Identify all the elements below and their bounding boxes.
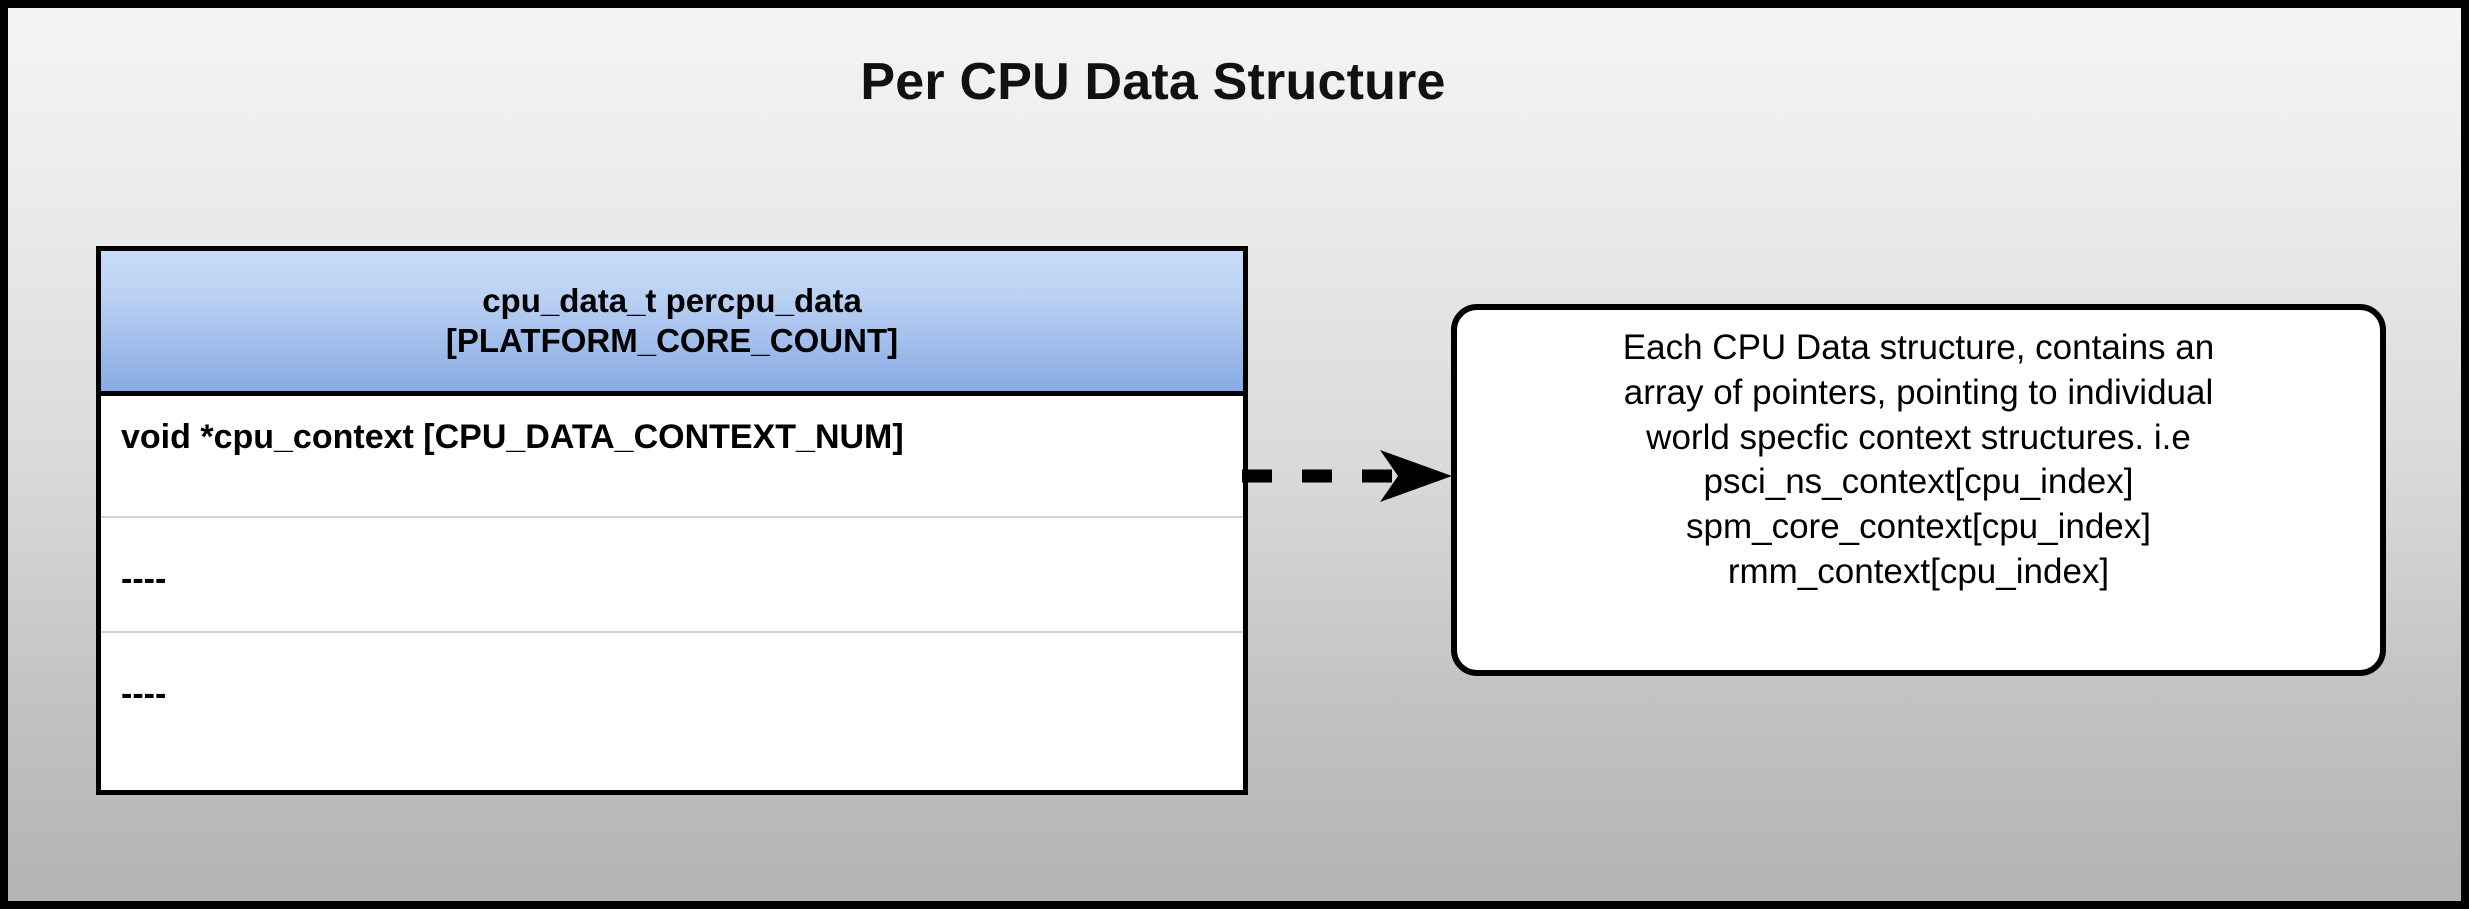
note-line: Each CPU Data structure, contains an: [1622, 328, 2215, 367]
struct-table-header: cpu_data_t percpu_data [PLATFORM_CORE_CO…: [101, 251, 1243, 396]
note-line: array of pointers, pointing to individua…: [1623, 372, 2214, 412]
note-line: world specfic context structures. i.e: [1646, 417, 2191, 457]
table-row: void *cpu_context [CPU_DATA_CONTEXT_NUM]: [101, 396, 1243, 518]
note-line: psci_ns_context[cpu_index]: [1703, 462, 2134, 502]
struct-table: cpu_data_t percpu_data [PLATFORM_CORE_CO…: [96, 246, 1248, 795]
note-callout: Each CPU Data structure, contains an arr…: [1451, 304, 2386, 676]
note-line: spm_core_context[cpu_index]: [1686, 507, 2151, 547]
dashed-arrow-icon: [1240, 448, 1465, 504]
struct-header-line-1: cpu_data_t percpu_data: [482, 281, 862, 319]
table-row: ----: [121, 675, 167, 713]
note-line: rmm_context[cpu_index]: [1727, 551, 2110, 591]
page-title: Per CPU Data Structure: [860, 53, 1446, 111]
struct-header-line-2: [PLATFORM_CORE_COUNT]: [445, 322, 899, 359]
table-row: ----: [101, 518, 1243, 633]
